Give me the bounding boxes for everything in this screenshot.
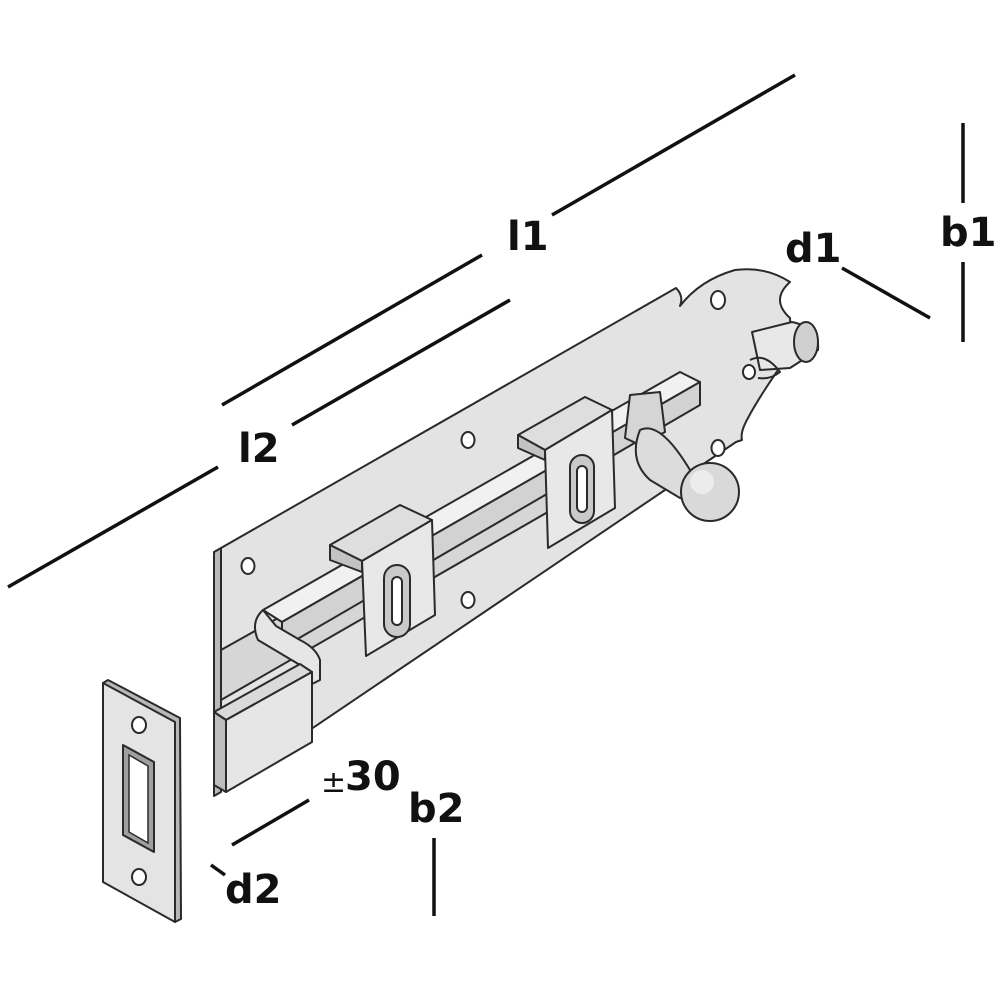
d2-dimension-line: [231, 798, 310, 847]
back-plate-screw-hole-2: [460, 431, 476, 449]
l2-dimension-line-lower: [7, 465, 219, 589]
right-guide-staple: [517, 396, 616, 549]
d1-leader-line: [841, 266, 931, 320]
label-b1: b1: [940, 210, 996, 256]
knob-ball: [680, 462, 740, 522]
back-plate-screw-hole-6: [742, 364, 756, 380]
strike-plate-screw-hole-top: [131, 716, 147, 734]
label-l1: l1: [507, 214, 549, 260]
l1-dimension-line-upper: [551, 73, 796, 217]
dimension-lines: [7, 73, 965, 916]
l2-dimension-line-upper: [291, 298, 511, 427]
label-tolerance-value: 30: [345, 754, 401, 800]
l1-dimension-line-lower: [221, 253, 483, 407]
strike-plate: [102, 679, 182, 923]
bolt-tip: [213, 663, 313, 793]
bolt-knob-handle: [624, 391, 740, 522]
label-d2: d2: [225, 867, 281, 913]
label-tolerance-sign: ±: [321, 765, 346, 800]
back-plate-screw-hole-4: [710, 290, 726, 310]
spring-clip: [749, 321, 820, 380]
label-b2: b2: [408, 786, 464, 832]
label-l2: l2: [238, 426, 280, 472]
back-plate-screw-hole-3: [460, 591, 476, 609]
back-plate-screw-hole-5: [710, 439, 726, 457]
strike-plate-screw-hole-bottom: [131, 868, 147, 886]
left-guide-staple: [329, 504, 436, 657]
label-d1: d1: [785, 226, 841, 272]
dimension-labels: l1 l2 b1 d1 d2 b2 ± 30: [225, 210, 996, 913]
back-plate-screw-hole-1: [240, 557, 256, 575]
d2-leader-line: [209, 863, 227, 877]
